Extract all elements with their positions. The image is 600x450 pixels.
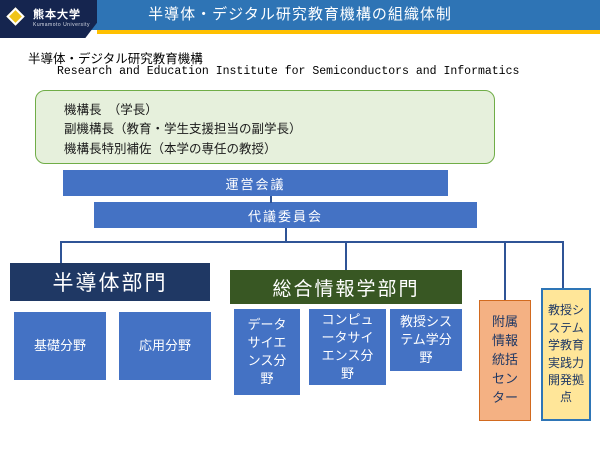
header-bar xyxy=(0,0,600,30)
affiliated-info-center-box: 附属情報統括センター xyxy=(479,300,531,421)
teaching-practice-base-box: 教授システム学教育実践力開発拠点 xyxy=(541,288,591,421)
header-accent-stripe xyxy=(97,30,600,34)
leadership-line-director: 機構長 （学長） xyxy=(64,103,158,117)
university-logo-icon xyxy=(6,7,25,26)
field-box-data-science: データサイエンス分野 xyxy=(234,309,300,395)
leadership-line-deputy: 副機構長（教育・学生支援担当の副学長） xyxy=(64,122,302,137)
page-title: 半導体・デジタル研究教育機構の組織体制 xyxy=(148,6,452,23)
connector-trunk xyxy=(60,241,564,243)
delegates-council-bar: 代議委員会 xyxy=(94,202,477,228)
institute-name-jp: 半導体・デジタル研究教育機構 xyxy=(28,52,203,66)
connector-drop-semiconductor xyxy=(60,241,62,264)
field-box-basic: 基礎分野 xyxy=(14,312,106,380)
leadership-line-special-advisor: 機構長特別補佐（本学の専任の教授） xyxy=(64,141,277,156)
field-box-applied: 応用分野 xyxy=(119,312,211,380)
university-name-en: Kumamoto University xyxy=(33,22,91,28)
informatics-division-header: 総合情報学部門 xyxy=(230,270,462,304)
field-box-instructional-systems: 教授システム学分野 xyxy=(390,309,462,371)
connector-stem xyxy=(285,228,287,242)
steering-council-bar: 運営会議 xyxy=(63,170,448,196)
connector-drop-informatics xyxy=(345,241,347,271)
field-box-computer-science: コンピュータサイエンス分野 xyxy=(309,309,386,385)
connector-drop-practice-base xyxy=(562,241,564,288)
university-name: 熊本大学 xyxy=(33,9,81,21)
connector-drop-info-center xyxy=(504,241,506,300)
semiconductor-division-header: 半導体部門 xyxy=(10,263,210,301)
leadership-box: 機構長 （学長） 副機構長（教育・学生支援担当の副学長） 機構長特別補佐（本学の… xyxy=(35,90,495,164)
university-logo-block: 熊本大学 Kumamoto University xyxy=(0,0,97,38)
connector-councils xyxy=(270,196,272,203)
institute-name-en: Research and Education Institute for Sem… xyxy=(57,65,520,78)
